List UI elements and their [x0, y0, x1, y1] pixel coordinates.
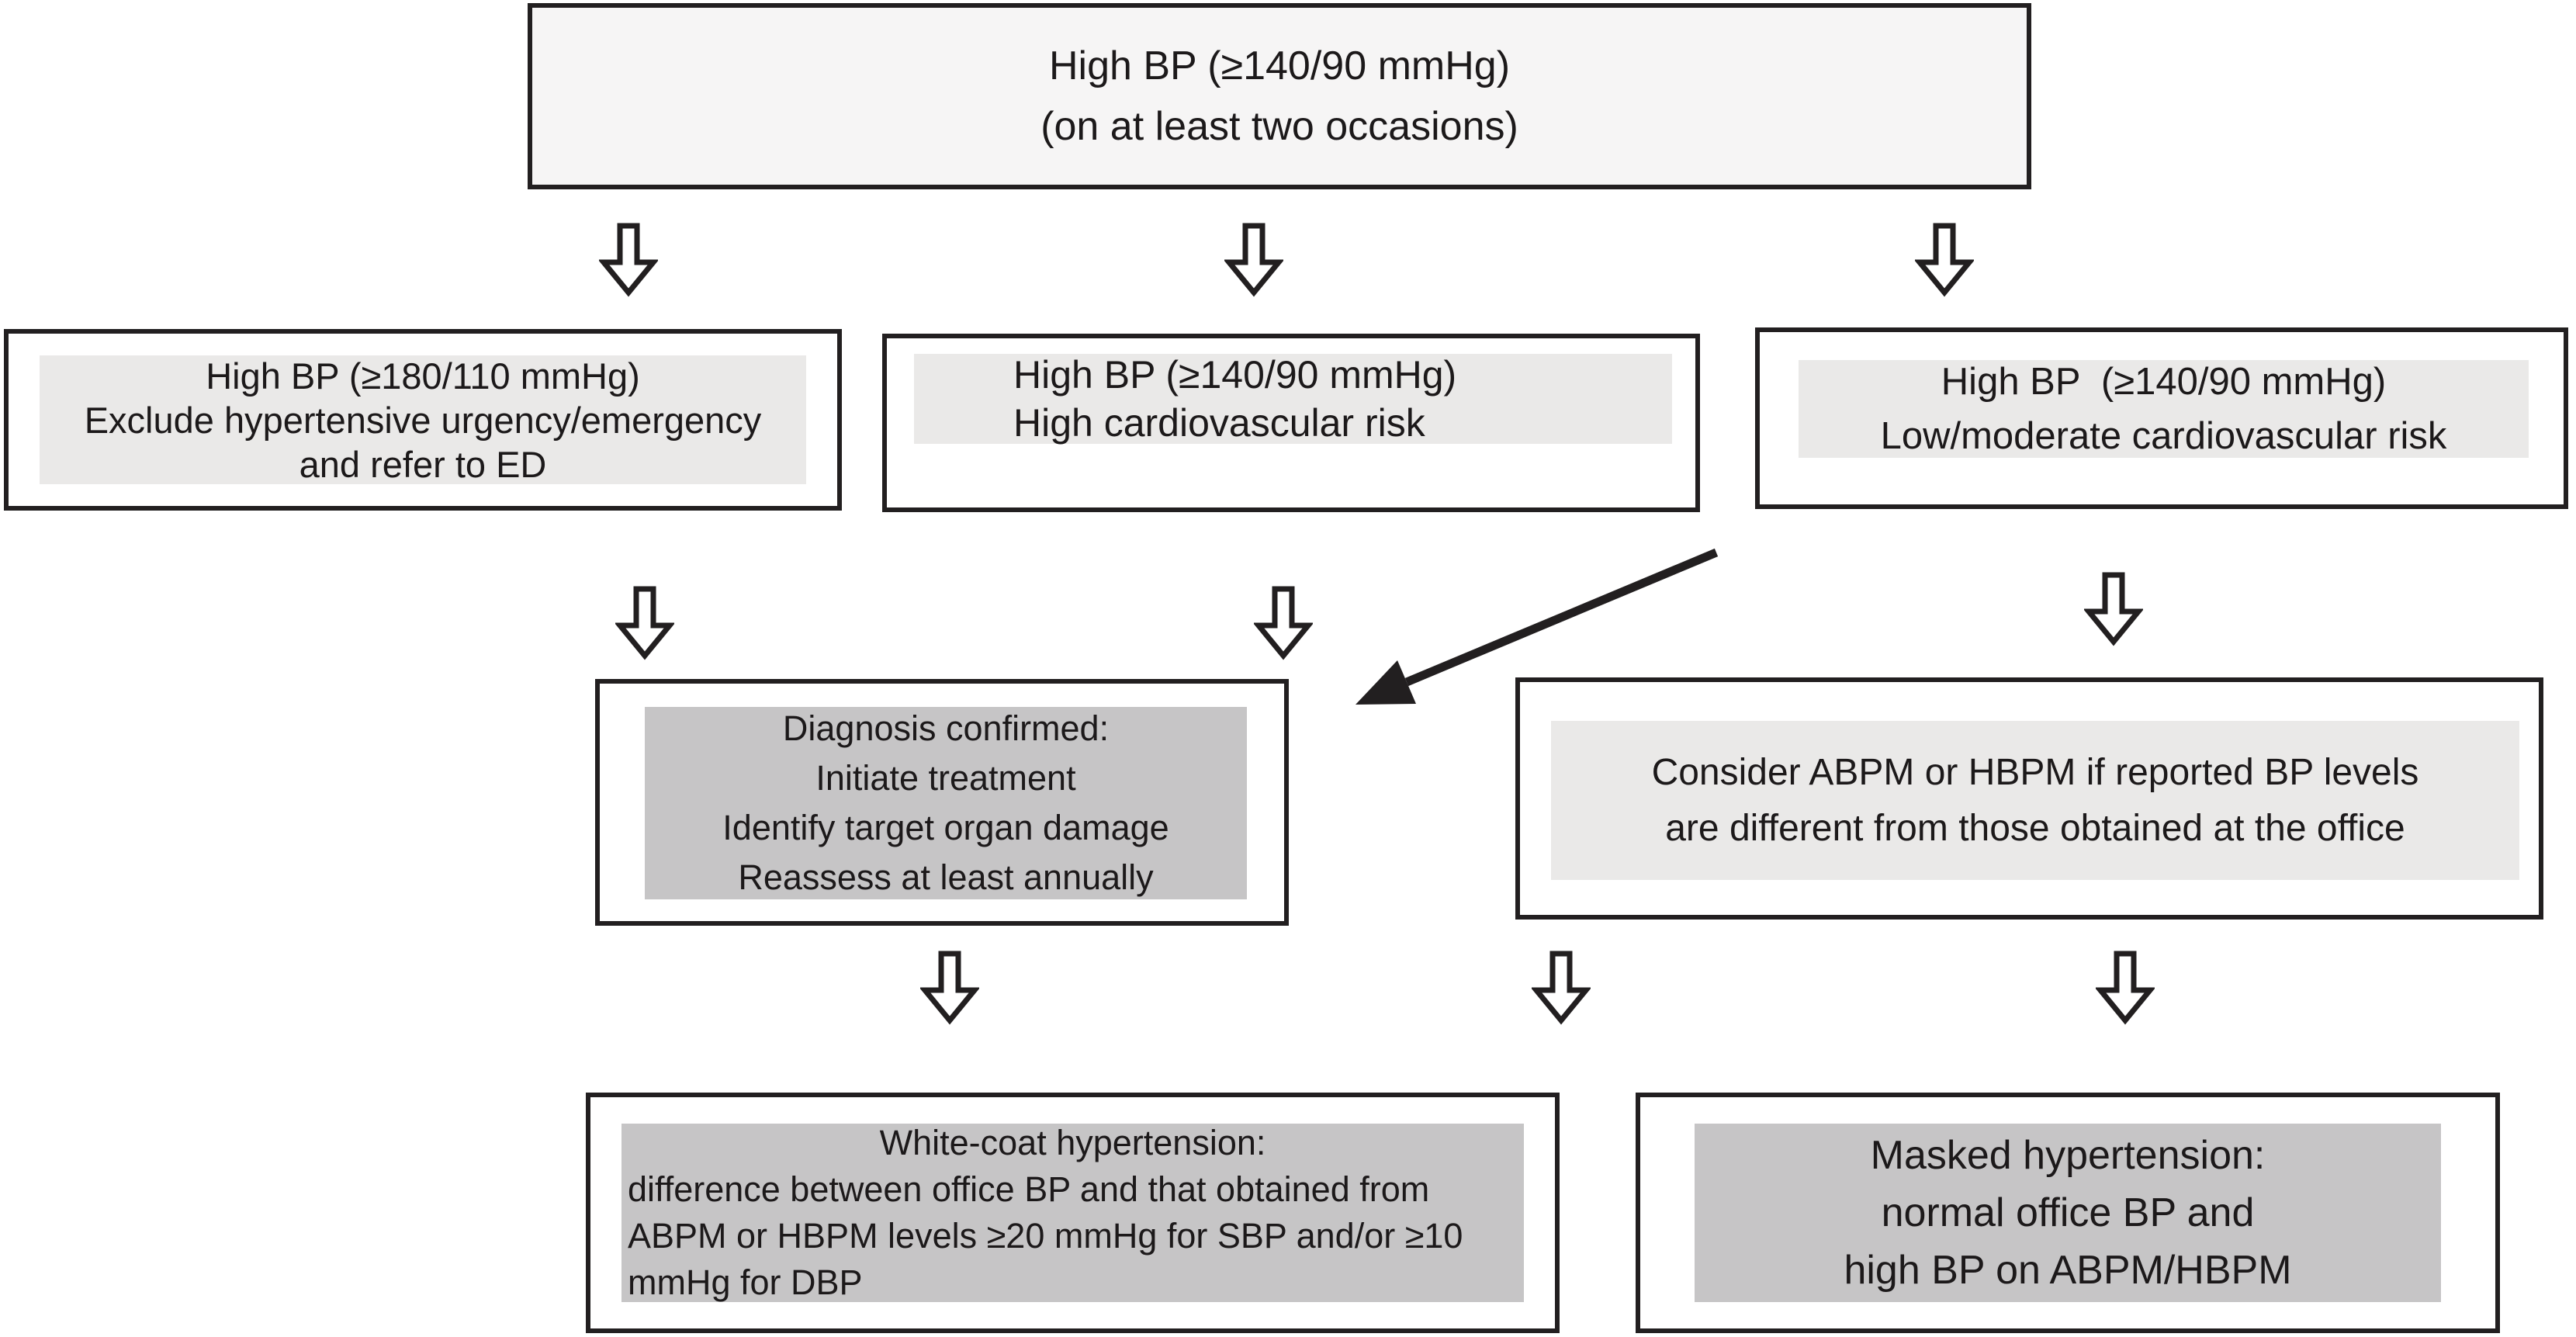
text-line: White-coat hypertension:: [879, 1123, 1266, 1162]
text-line: ABPM or HBPM levels ≥20 mmHg for SBP and…: [628, 1216, 1463, 1256]
box-consider-abpm-hbpm: Consider ABPM or HBPM if reported BP lev…: [1515, 677, 2543, 920]
text-line: High cardiovascular risk: [1013, 401, 1425, 445]
text-line: and refer to ED: [299, 443, 547, 485]
text-line: Masked hypertension:: [1870, 1133, 2266, 1178]
down-arrow-icon: [599, 223, 658, 297]
box-white-coat-hypertension: White-coat hypertension: difference betw…: [586, 1093, 1560, 1333]
down-arrow-icon: [2096, 951, 2155, 1025]
text-line: normal office BP and: [1881, 1190, 2255, 1235]
text-line: difference between office BP and that ob…: [628, 1169, 1430, 1209]
down-arrow-icon: [615, 586, 674, 660]
text-line: Low/moderate cardiovascular risk: [1880, 415, 2447, 457]
box-high-cv-risk-panel: High BP (≥140/90 mmHg) High cardiovascul…: [914, 353, 1672, 445]
box-white-coat-hypertension-panel: White-coat hypertension: difference betw…: [621, 1123, 1524, 1302]
text-line: Exclude hypertensive urgency/emergency: [84, 399, 762, 441]
text-line: high BP on ABPM/HBPM: [1844, 1248, 2292, 1293]
box-low-moderate-cv-risk-panel: High BP (≥140/90 mmHg) Low/moderate card…: [1799, 360, 2529, 458]
text-line: High BP (≥140/90 mmHg): [1941, 361, 2387, 403]
box-masked-hypertension: Masked hypertension: normal office BP an…: [1636, 1093, 2500, 1333]
box-consider-abpm-hbpm-panel: Consider ABPM or HBPM if reported BP lev…: [1551, 721, 2519, 880]
box-high-cv-risk: High BP (≥140/90 mmHg) High cardiovascul…: [882, 334, 1700, 512]
text-line: Reassess at least annually: [738, 857, 1154, 897]
box-diagnosis-confirmed-panel: Diagnosis confirmed: Initiate treatment …: [645, 707, 1247, 899]
text-line: High BP (≥140/90 mmHg): [1013, 353, 1457, 397]
text-line: are different from those obtained at the…: [1665, 807, 2405, 849]
down-arrow-icon: [1532, 951, 1591, 1025]
down-arrow-icon: [2084, 572, 2143, 646]
text-line: High BP (≥180/110 mmHg): [206, 355, 640, 397]
text-line: mmHg for DBP: [628, 1263, 863, 1302]
text-line: Initiate treatment: [815, 758, 1076, 798]
box-masked-hypertension-panel: Masked hypertension: normal office BP an…: [1695, 1124, 2441, 1302]
box-low-moderate-cv-risk: High BP (≥140/90 mmHg) Low/moderate card…: [1755, 327, 2568, 509]
text-line: (on at least two occasions): [1040, 104, 1518, 149]
box-diagnosis-confirmed: Diagnosis confirmed: Initiate treatment …: [595, 679, 1289, 926]
text-line: Diagnosis confirmed:: [782, 708, 1110, 748]
down-arrow-icon: [1224, 223, 1283, 297]
box-hypertensive-urgency: High BP (≥180/110 mmHg) Exclude hyperten…: [4, 329, 842, 511]
down-arrow-icon: [1915, 223, 1974, 297]
text-line: Identify target organ damage: [722, 808, 1169, 847]
text-line: High BP (≥140/90 mmHg): [1048, 43, 1511, 88]
box-screening-text: High BP (≥140/90 mmHg) (on at least two …: [1040, 36, 1518, 157]
text-line: Consider ABPM or HBPM if reported BP lev…: [1651, 751, 2419, 793]
down-arrow-icon: [920, 951, 979, 1025]
down-arrow-icon: [1254, 586, 1313, 660]
box-screening: High BP (≥140/90 mmHg) (on at least two …: [528, 3, 2031, 189]
box-hypertensive-urgency-panel: High BP (≥180/110 mmHg) Exclude hyperten…: [40, 355, 806, 485]
